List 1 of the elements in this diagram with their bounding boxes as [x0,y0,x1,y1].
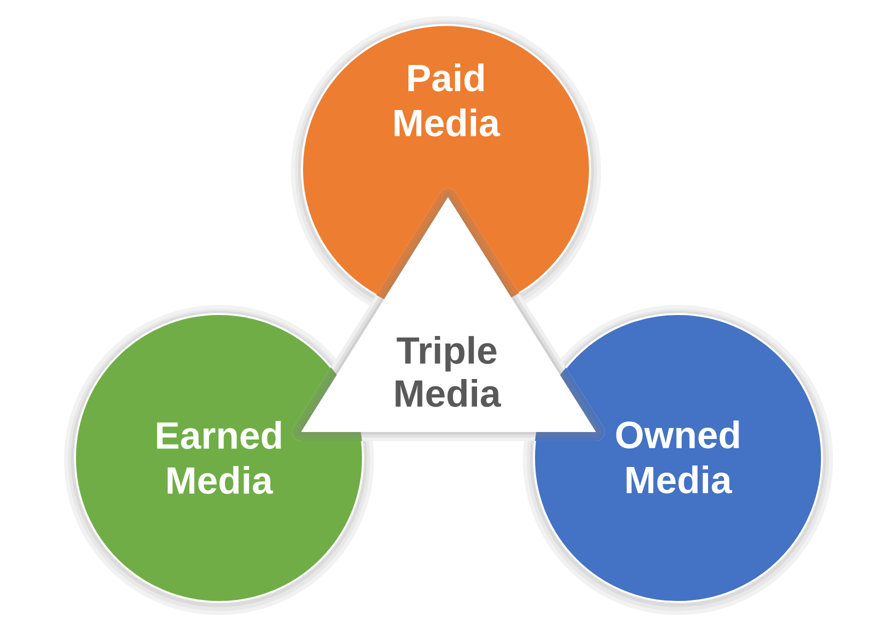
center-triangle: Triple Media [292,188,605,441]
